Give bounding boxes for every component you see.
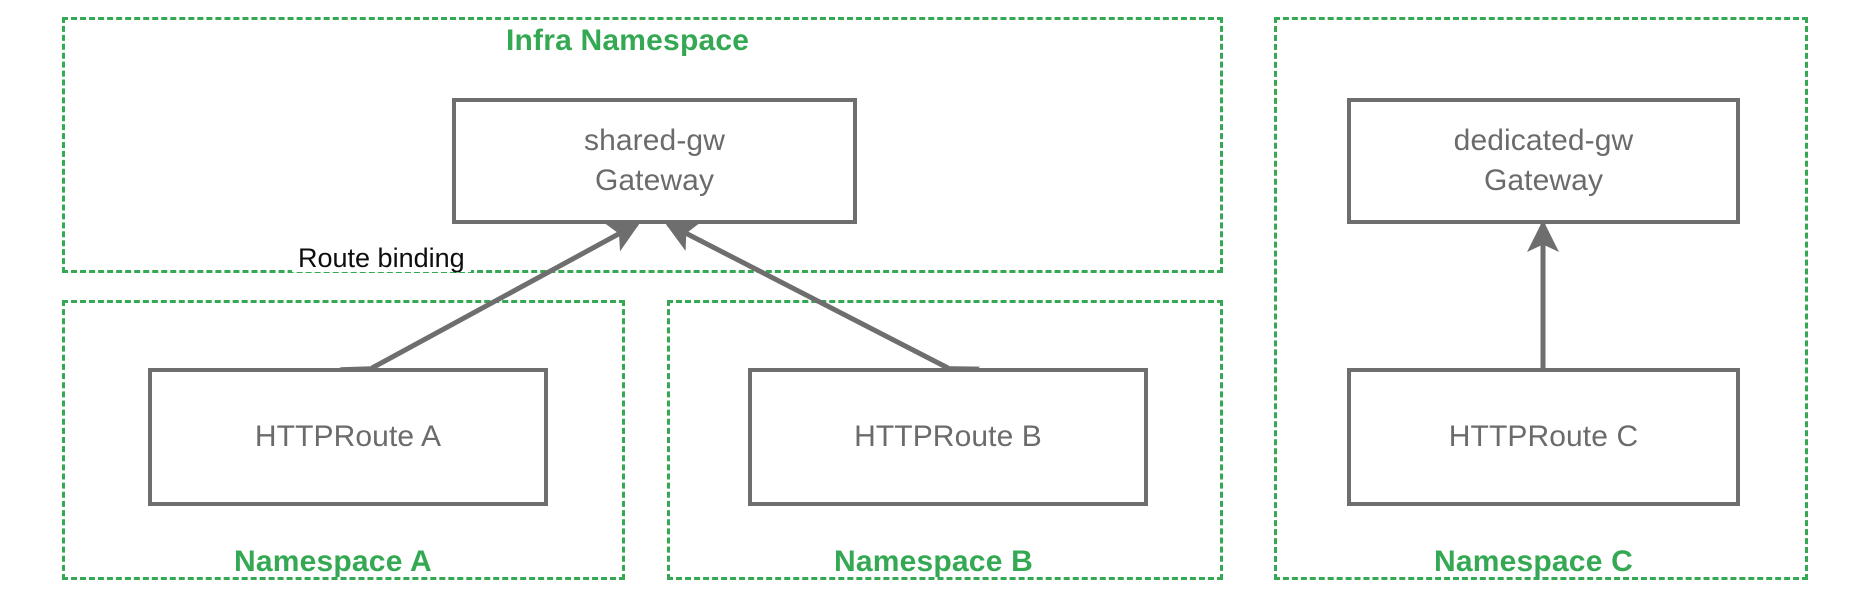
- httproute-box-c[interactable]: HTTPRoute C: [1347, 368, 1740, 506]
- gateway-box-dedicated-gw-label: dedicated-gw Gateway: [1453, 124, 1634, 197]
- gateway-box-shared-gw[interactable]: shared-gw Gateway: [452, 98, 857, 224]
- namespace-label-infra: Infra Namespace: [496, 26, 760, 56]
- gateway-box-dedicated-gw[interactable]: dedicated-gw Gateway: [1347, 98, 1740, 224]
- edge-label-route-binding: Route binding: [292, 245, 471, 272]
- namespace-panel-c: [1274, 17, 1808, 580]
- httproute-box-c-label: HTTPRoute C: [1448, 420, 1639, 454]
- namespace-label-b: Namespace B: [824, 547, 1043, 577]
- namespace-label-a: Namespace A: [224, 547, 442, 577]
- httproute-box-a[interactable]: HTTPRoute A: [148, 368, 548, 506]
- httproute-box-b[interactable]: HTTPRoute B: [748, 368, 1148, 506]
- httproute-box-b-label: HTTPRoute B: [854, 420, 1042, 454]
- gateway-box-shared-gw-label: shared-gw Gateway: [584, 124, 725, 197]
- namespace-panel-infra: [62, 17, 1223, 273]
- httproute-box-a-label: HTTPRoute A: [254, 420, 442, 454]
- namespace-label-c: Namespace C: [1424, 547, 1643, 577]
